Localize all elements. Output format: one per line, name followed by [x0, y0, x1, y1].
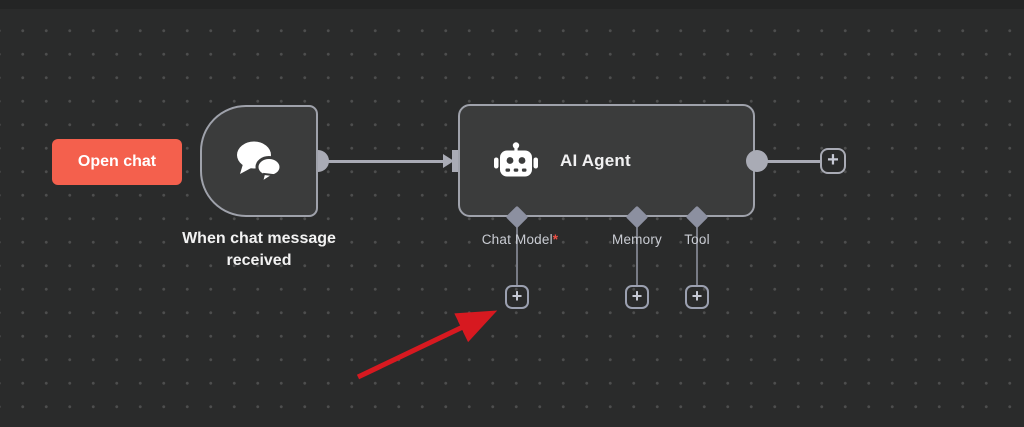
connection-agent-output — [757, 159, 821, 163]
chat-bubbles-icon — [232, 138, 286, 184]
plus-icon: + — [827, 148, 839, 171]
robot-icon — [492, 141, 540, 181]
chat-model-label: Chat Model* — [481, 232, 559, 247]
memory-label: Memory — [612, 232, 662, 247]
plus-icon: + — [691, 285, 703, 306]
agent-input-port — [452, 150, 461, 172]
add-next-node-button[interactable]: + — [820, 148, 846, 174]
chat-model-connector-line — [516, 217, 518, 285]
tool-plus-button[interactable]: + — [685, 285, 709, 309]
memory-connector-line — [636, 217, 638, 285]
plus-icon: + — [631, 285, 643, 306]
trigger-node-title: When chat message received — [182, 230, 336, 269]
open-chat-button[interactable]: Open chat — [52, 139, 182, 185]
connection-trigger-to-agent — [318, 159, 444, 163]
chat-model-plus-button[interactable]: + — [505, 285, 529, 309]
tool-label: Tool — [684, 232, 710, 247]
agent-node-title: AI Agent — [560, 150, 631, 170]
memory-plus-button[interactable]: + — [625, 285, 649, 309]
plus-icon: + — [511, 285, 523, 306]
top-edge-strip — [0, 0, 1024, 9]
node-when-chat-message-received[interactable] — [200, 105, 318, 217]
tool-connector-line — [696, 217, 698, 285]
required-marker: * — [552, 232, 559, 247]
node-ai-agent[interactable]: AI Agent — [458, 104, 755, 217]
connection-arrowhead-icon — [443, 154, 454, 168]
